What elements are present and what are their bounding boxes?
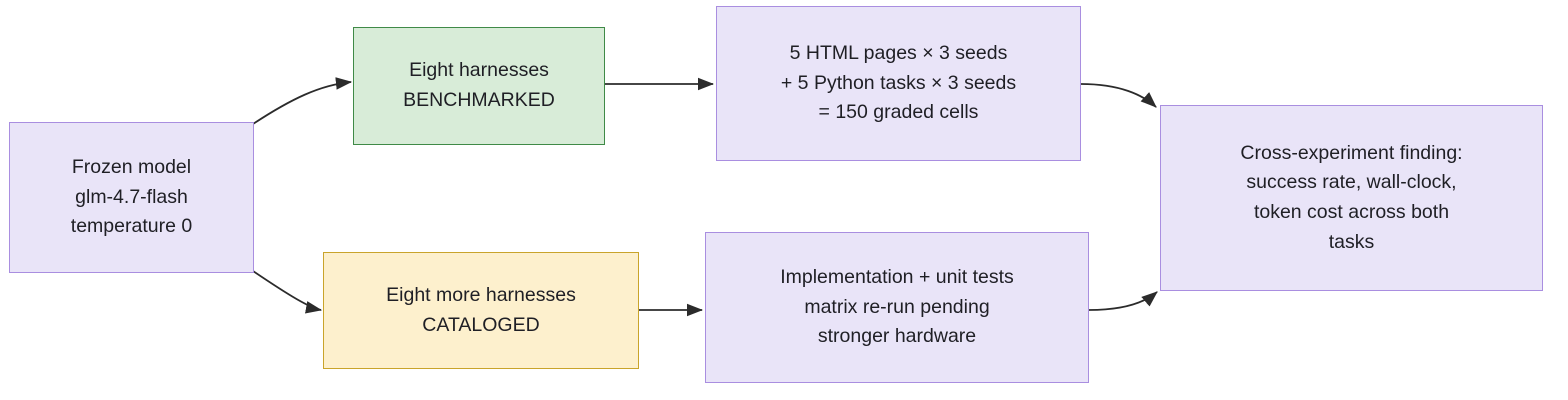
edge-frozen-to-cataloged — [252, 270, 323, 314]
node-graded-cells[interactable]: 5 HTML pages × 3 seeds + 5 Python tasks … — [716, 6, 1081, 161]
node-frozen-model[interactable]: Frozen model glm-4.7-flash temperature 0 — [9, 122, 254, 273]
edge-graded-to-finding — [1080, 83, 1157, 108]
node-cross-finding[interactable]: Cross-experiment finding: success rate, … — [1160, 105, 1543, 291]
edge-frozen-to-benchmarked — [252, 77, 353, 125]
node-cataloged[interactable]: Eight more harnesses CATALOGED — [323, 252, 639, 369]
node-benchmarked[interactable]: Eight harnesses BENCHMARKED — [353, 27, 605, 145]
edge-matrix-to-finding — [1088, 291, 1158, 311]
node-matrix-rerun[interactable]: Implementation + unit tests matrix re-ru… — [705, 232, 1089, 383]
